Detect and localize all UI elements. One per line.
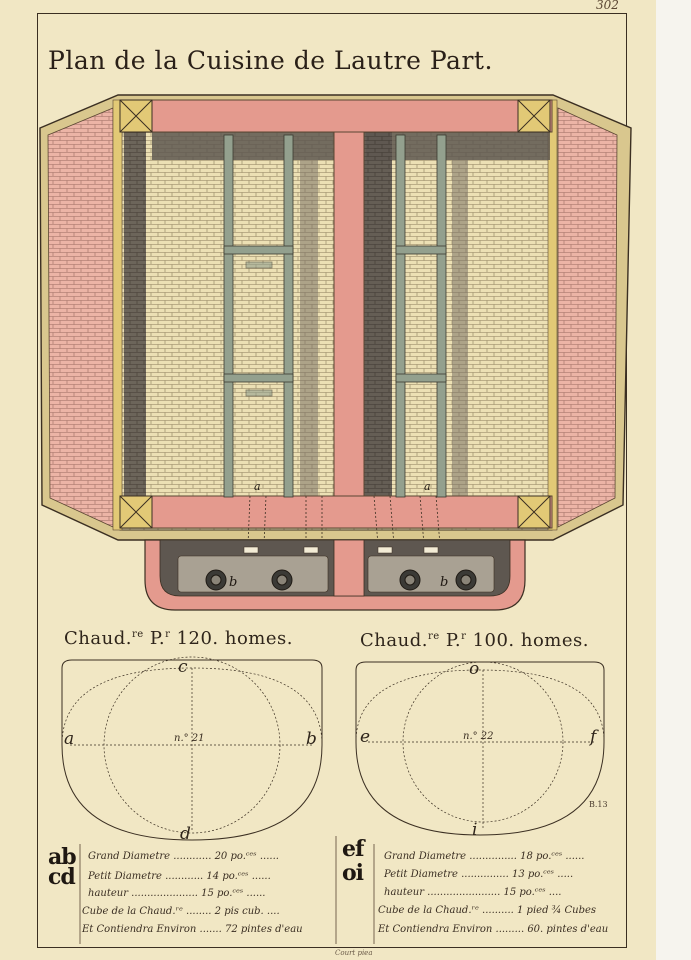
right-point-right: f (590, 727, 597, 747)
left-point-left: a (64, 729, 75, 749)
boiler-openings (205, 569, 477, 591)
left-spec-row-3: hauteur ..................... 15 po.ᶜᵉˢ … (88, 888, 266, 899)
right-point-top: o (469, 659, 480, 679)
left-point-top: c (178, 657, 188, 677)
left-spec-row-4: Cube de la Chaud.ʳᵉ ........ 2 pis cub. … (82, 906, 280, 917)
top-beam (119, 99, 553, 133)
right-point-bottom: i (472, 820, 478, 840)
page-number: 302 (596, 0, 619, 12)
plan-label-a-right: a (424, 480, 431, 493)
left-cap-ab: ab (48, 844, 77, 870)
right-spec-row-1: Grand Diametre ............... 18 po.ᶜᵉˢ… (384, 851, 585, 862)
left-point-right: b (306, 729, 317, 749)
center-shadow (364, 132, 392, 496)
kitchen-plan-drawing: a a b b (39, 94, 632, 611)
left-cauldron-heading: Chaud.re P.r 120. homes. (64, 628, 293, 649)
left-grill (223, 134, 294, 498)
right-spec-row-5: Et Contiendra Environ ......... 60. pint… (378, 924, 609, 935)
left-spec-row-1: Grand Diametre ............ 20 po.ᶜᵉˢ ..… (88, 851, 279, 862)
left-shadow (124, 132, 146, 496)
right-cauldron-heading: Chaud.re P.r 100. homes. (360, 630, 589, 651)
left-point-bottom: d (180, 824, 191, 844)
center-column (333, 131, 365, 497)
plan-label-b-right: b (440, 575, 448, 590)
plan-label-b-left: b (229, 575, 237, 590)
right-spec-row-4: Cube de la Chaud.ʳᵉ .......... 1 pied ¾ … (378, 905, 597, 916)
page-border (37, 13, 627, 948)
left-spec-row-5: Et Contiendra Environ ....... 72 pintes … (82, 924, 303, 935)
footnote: Court piea (335, 949, 373, 957)
right-point-left: e (360, 727, 371, 747)
left-cauldron-number: n.° 21 (174, 733, 205, 744)
corner-markers (119, 99, 551, 529)
right-grill (395, 134, 447, 498)
left-cap-cd: cd (48, 864, 76, 890)
scan-margin (656, 0, 691, 960)
right-cauldron-number: n.° 22 (463, 731, 494, 742)
right-wing (557, 107, 618, 528)
right-spec-row-3: hauteur ....................... 15 po.ᶜᵉ… (384, 887, 562, 898)
page-title: Plan de la Cuisine de Lautre Part. (48, 46, 493, 75)
left-spec-row-2: Petit Diametre ............ 14 po.ᶜᵉˢ ..… (88, 871, 271, 882)
right-spec-row-2: Petit Diametre ............... 13 po.ᶜᵉˢ… (384, 869, 574, 880)
right-cauldron-outline (355, 661, 605, 836)
right-cap-ef: ef (342, 836, 364, 862)
archive-stamp: B.13 (589, 800, 608, 809)
right-cap-oi: oi (342, 860, 364, 886)
plan-label-a-left: a (254, 480, 261, 493)
left-cauldron-outline (61, 656, 323, 841)
